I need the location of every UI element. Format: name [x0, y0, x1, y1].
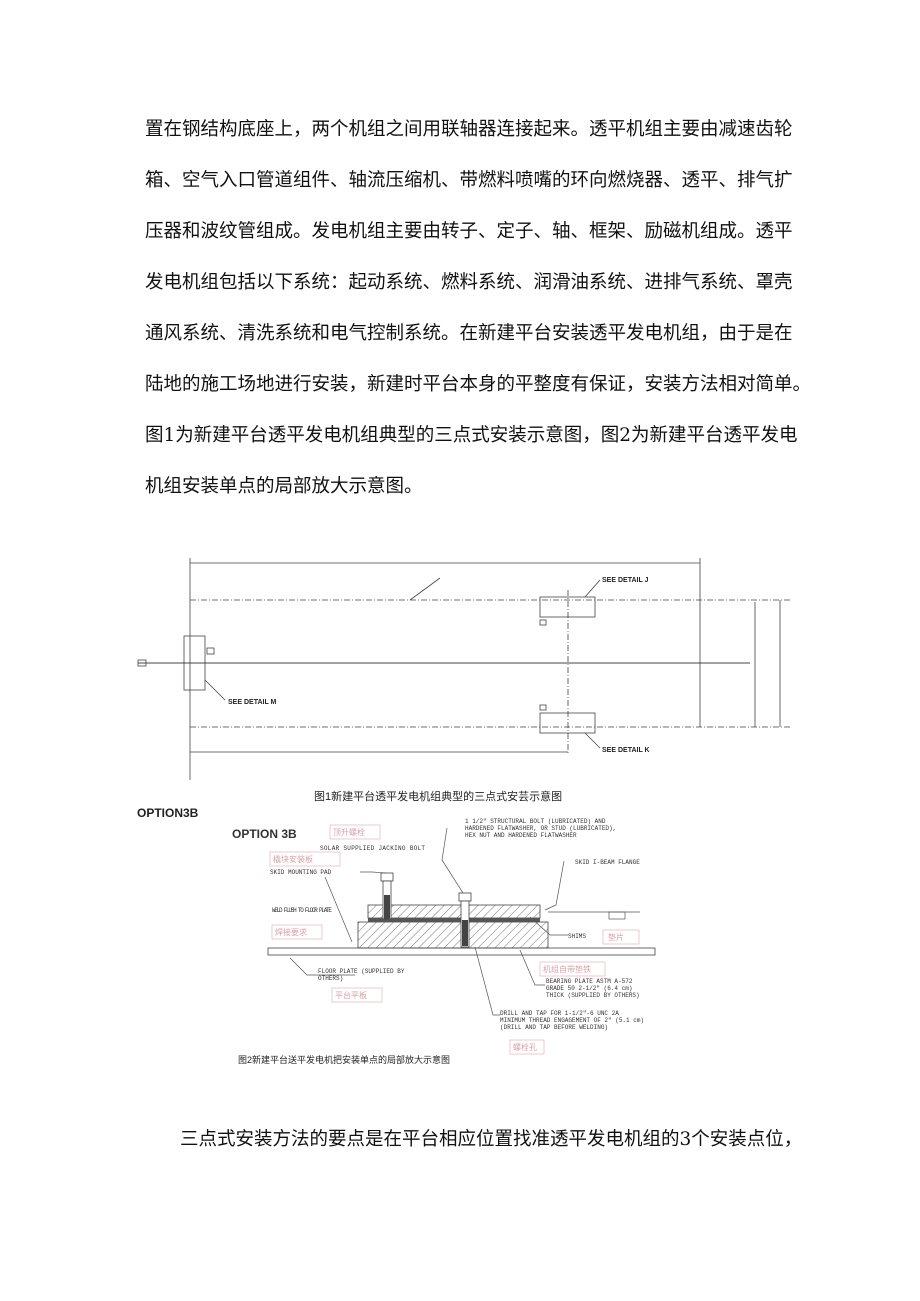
weld-cn-label: 焊接要求	[275, 927, 307, 937]
figure-1-caption: 图1新建平台透平发电机组典型的三点式安芸示意图	[314, 791, 563, 803]
bearing-cn-label: 机组自带垫铁	[543, 964, 591, 974]
svg-text:SEE DETAIL J: SEE DETAIL J	[602, 577, 649, 584]
jacking-cn-label: 顶升螺栓	[333, 827, 365, 837]
text-line: 箱、空气入口管道组件、轴流压缩机、带燃料喷嘴的环向燃烧器、透平、排气扩	[145, 170, 793, 191]
text-line: 通风系统、清洗系统和电气控制系统。在新建平台安装透平发电机组，由于是在	[145, 323, 793, 344]
bearing-label: BEARING PLATE ASTM A-572 GRADE 50 2-1/2"…	[546, 978, 640, 999]
text-line: 图1为新建平台透平发电机组典型的三点式安装示意图，图2为新建平台透平发电	[145, 425, 798, 446]
text-line: 陆地的施工场地进行安装，新建时平台本身的平整度有保证，安装方法相对简单。	[145, 374, 812, 395]
floor-label: FLOOR PLATE (SUPPLIED BY OTHERS)	[318, 968, 405, 982]
see-label: SEE	[228, 699, 242, 706]
text-line: 压器和波纹管组成。发电机组主要由转子、定子、轴、框架、励磁机组成。透平	[145, 221, 793, 242]
last-paragraph: 三点式安装方法的要点是在平台相应位置找准透平发电机组的3个安装点位，	[180, 1129, 803, 1150]
pad-label: SKID MOUNTING PAD	[270, 869, 332, 876]
drill-label: DRILL AND TAP FOR 1-1/2"-6 UNC 2A MINIMU…	[500, 1010, 645, 1031]
floor-cn-label: 平台平板	[335, 990, 367, 1000]
text-line: 发电机组包括以下系统：起动系统、燃料系统、润滑油系统、进排气系统、罩壳	[145, 272, 793, 293]
option-label: OPTION3B	[137, 806, 199, 820]
flange-label: SKID I-BEAM FLANGE	[575, 859, 640, 866]
detail-m-label: DETAIL M	[244, 699, 277, 706]
drawing-title: OPTION 3B	[232, 827, 297, 841]
weld-label: WELD FLUSH TO FLOOR PLATE	[272, 907, 332, 914]
see-label: SEE	[602, 747, 616, 754]
figure-2-caption: 图2新建平台送平发电机把安装单点的局部放大示意图	[238, 1055, 451, 1065]
svg-text:SEE DETAIL K: SEE DETAIL K	[602, 747, 650, 754]
detail-j-label: DETAIL J	[618, 577, 649, 584]
shims-label: SHIMS	[568, 933, 586, 940]
text-line: 置在钢结构底座上，两个机组之间用联轴器连接起来。透平机组主要由减速齿轮	[145, 119, 793, 140]
jacking-label: SOLAR SUPPLIED JACKING BOLT	[320, 845, 425, 852]
drill-cn-label: 螺栓孔	[513, 1042, 537, 1052]
detail-k-label: DETAIL K	[618, 747, 650, 754]
see-label: SEE	[602, 577, 616, 584]
bolt-label: 1 1/2" STRUCTURAL BOLT (LUBRICATED) AND …	[465, 818, 617, 839]
text-line: 机组安装单点的局部放大示意图。	[145, 476, 423, 497]
pad-cn-label: 橇块安装板	[273, 854, 313, 864]
svg-text:SEE DETAIL M: SEE DETAIL M	[228, 699, 277, 706]
shims-cn-label: 垫片	[608, 932, 624, 942]
